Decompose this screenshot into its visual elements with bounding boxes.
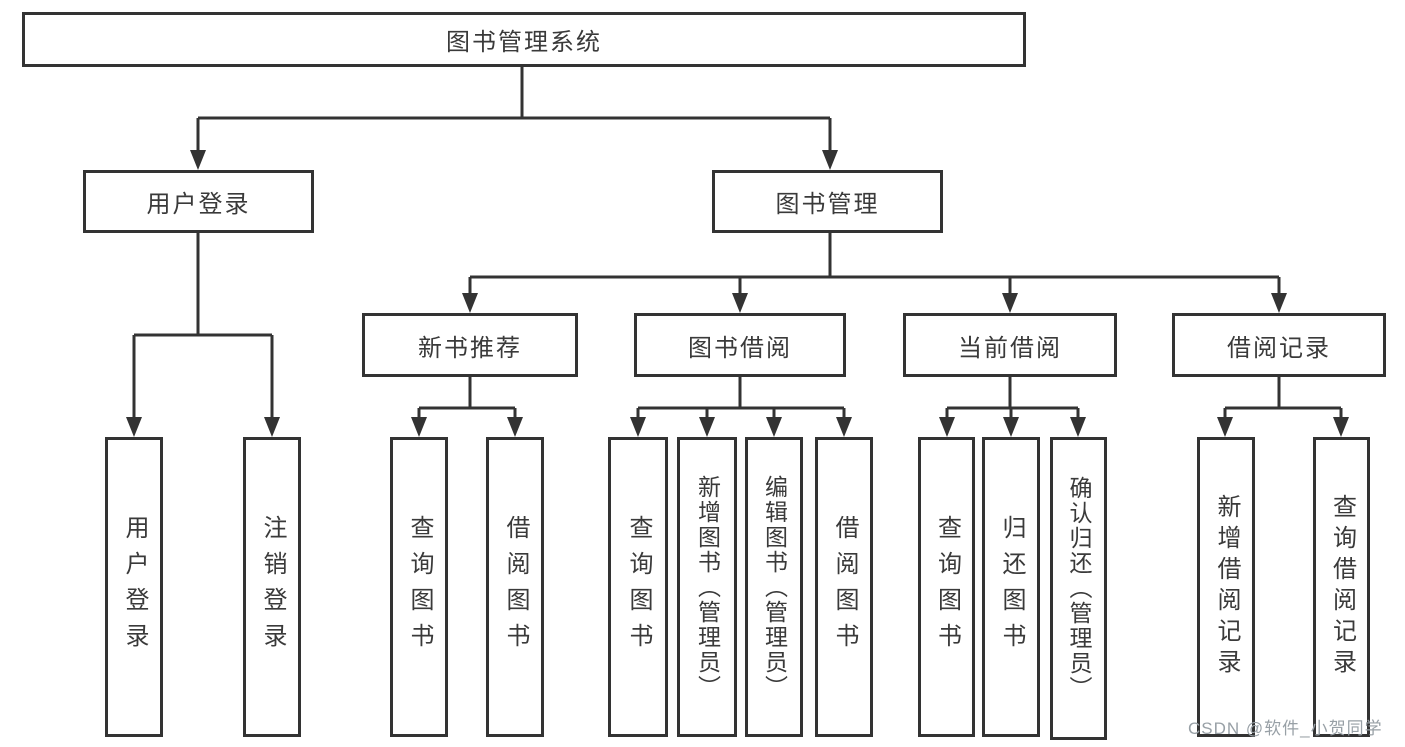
leaf-return-books: 归还图书 (982, 437, 1040, 737)
leaf-borrow-books: 借阅图书 (815, 437, 873, 737)
node-label: 查询图书 (406, 515, 433, 659)
node-label: 借阅图书 (502, 515, 529, 659)
node-library-management-system: 图书管理系统 (22, 12, 1026, 67)
node-label: 查询图书 (625, 515, 652, 659)
node-label: 注销登录 (259, 515, 286, 659)
node-label: 图书管理系统 (446, 29, 602, 56)
node-label: 确认归还（管理员） (1066, 476, 1092, 701)
node-label: 借阅记录 (1227, 334, 1331, 362)
node-label: 编辑图书（管理员） (761, 474, 788, 700)
node-user-login: 用户登录 (83, 170, 314, 233)
leaf-user-login: 用户登录 (105, 437, 163, 737)
node-label: 新增借阅记录 (1213, 494, 1240, 680)
watermark: CSDN @软件_小贺同学 (1188, 719, 1383, 738)
node-book-borrowing: 图书借阅 (634, 313, 846, 377)
node-label: 查询图书 (933, 515, 961, 659)
leaf-add-book-admin: 新增图书（管理员） (677, 437, 737, 737)
leaf-query-books-current: 查询图书 (918, 437, 975, 737)
node-new-book-recommendation: 新书推荐 (362, 313, 578, 377)
node-label: 借阅图书 (831, 515, 858, 659)
leaf-query-books-borrow: 查询图书 (608, 437, 668, 737)
node-label: 图书管理 (775, 191, 880, 218)
node-label: 查询借阅记录 (1328, 494, 1356, 680)
leaf-logout: 注销登录 (243, 437, 301, 737)
connector-shafts (132, 118, 1343, 420)
node-borrowing-records: 借阅记录 (1172, 313, 1386, 377)
leaf-confirm-return-admin: 确认归还（管理员） (1050, 437, 1107, 740)
leaf-query-books-recommend: 查询图书 (390, 437, 448, 737)
node-label: 归还图书 (998, 515, 1025, 659)
node-label: 用户登录 (146, 191, 251, 218)
leaf-borrow-books-recommend: 借阅图书 (486, 437, 544, 737)
node-label: 新书推荐 (418, 334, 522, 362)
leaf-add-borrow-record: 新增借阅记录 (1197, 437, 1255, 737)
leaf-edit-book-admin: 编辑图书（管理员） (745, 437, 803, 737)
node-book-management: 图书管理 (712, 170, 943, 233)
node-label: 当前借阅 (958, 334, 1062, 362)
arrowheads (126, 150, 1349, 437)
leaf-query-borrow-record: 查询借阅记录 (1313, 437, 1370, 737)
node-label: 图书借阅 (688, 334, 792, 362)
node-label: 用户登录 (121, 515, 148, 659)
node-label: 新增图书（管理员） (694, 474, 721, 700)
node-current-borrowing: 当前借阅 (903, 313, 1117, 377)
